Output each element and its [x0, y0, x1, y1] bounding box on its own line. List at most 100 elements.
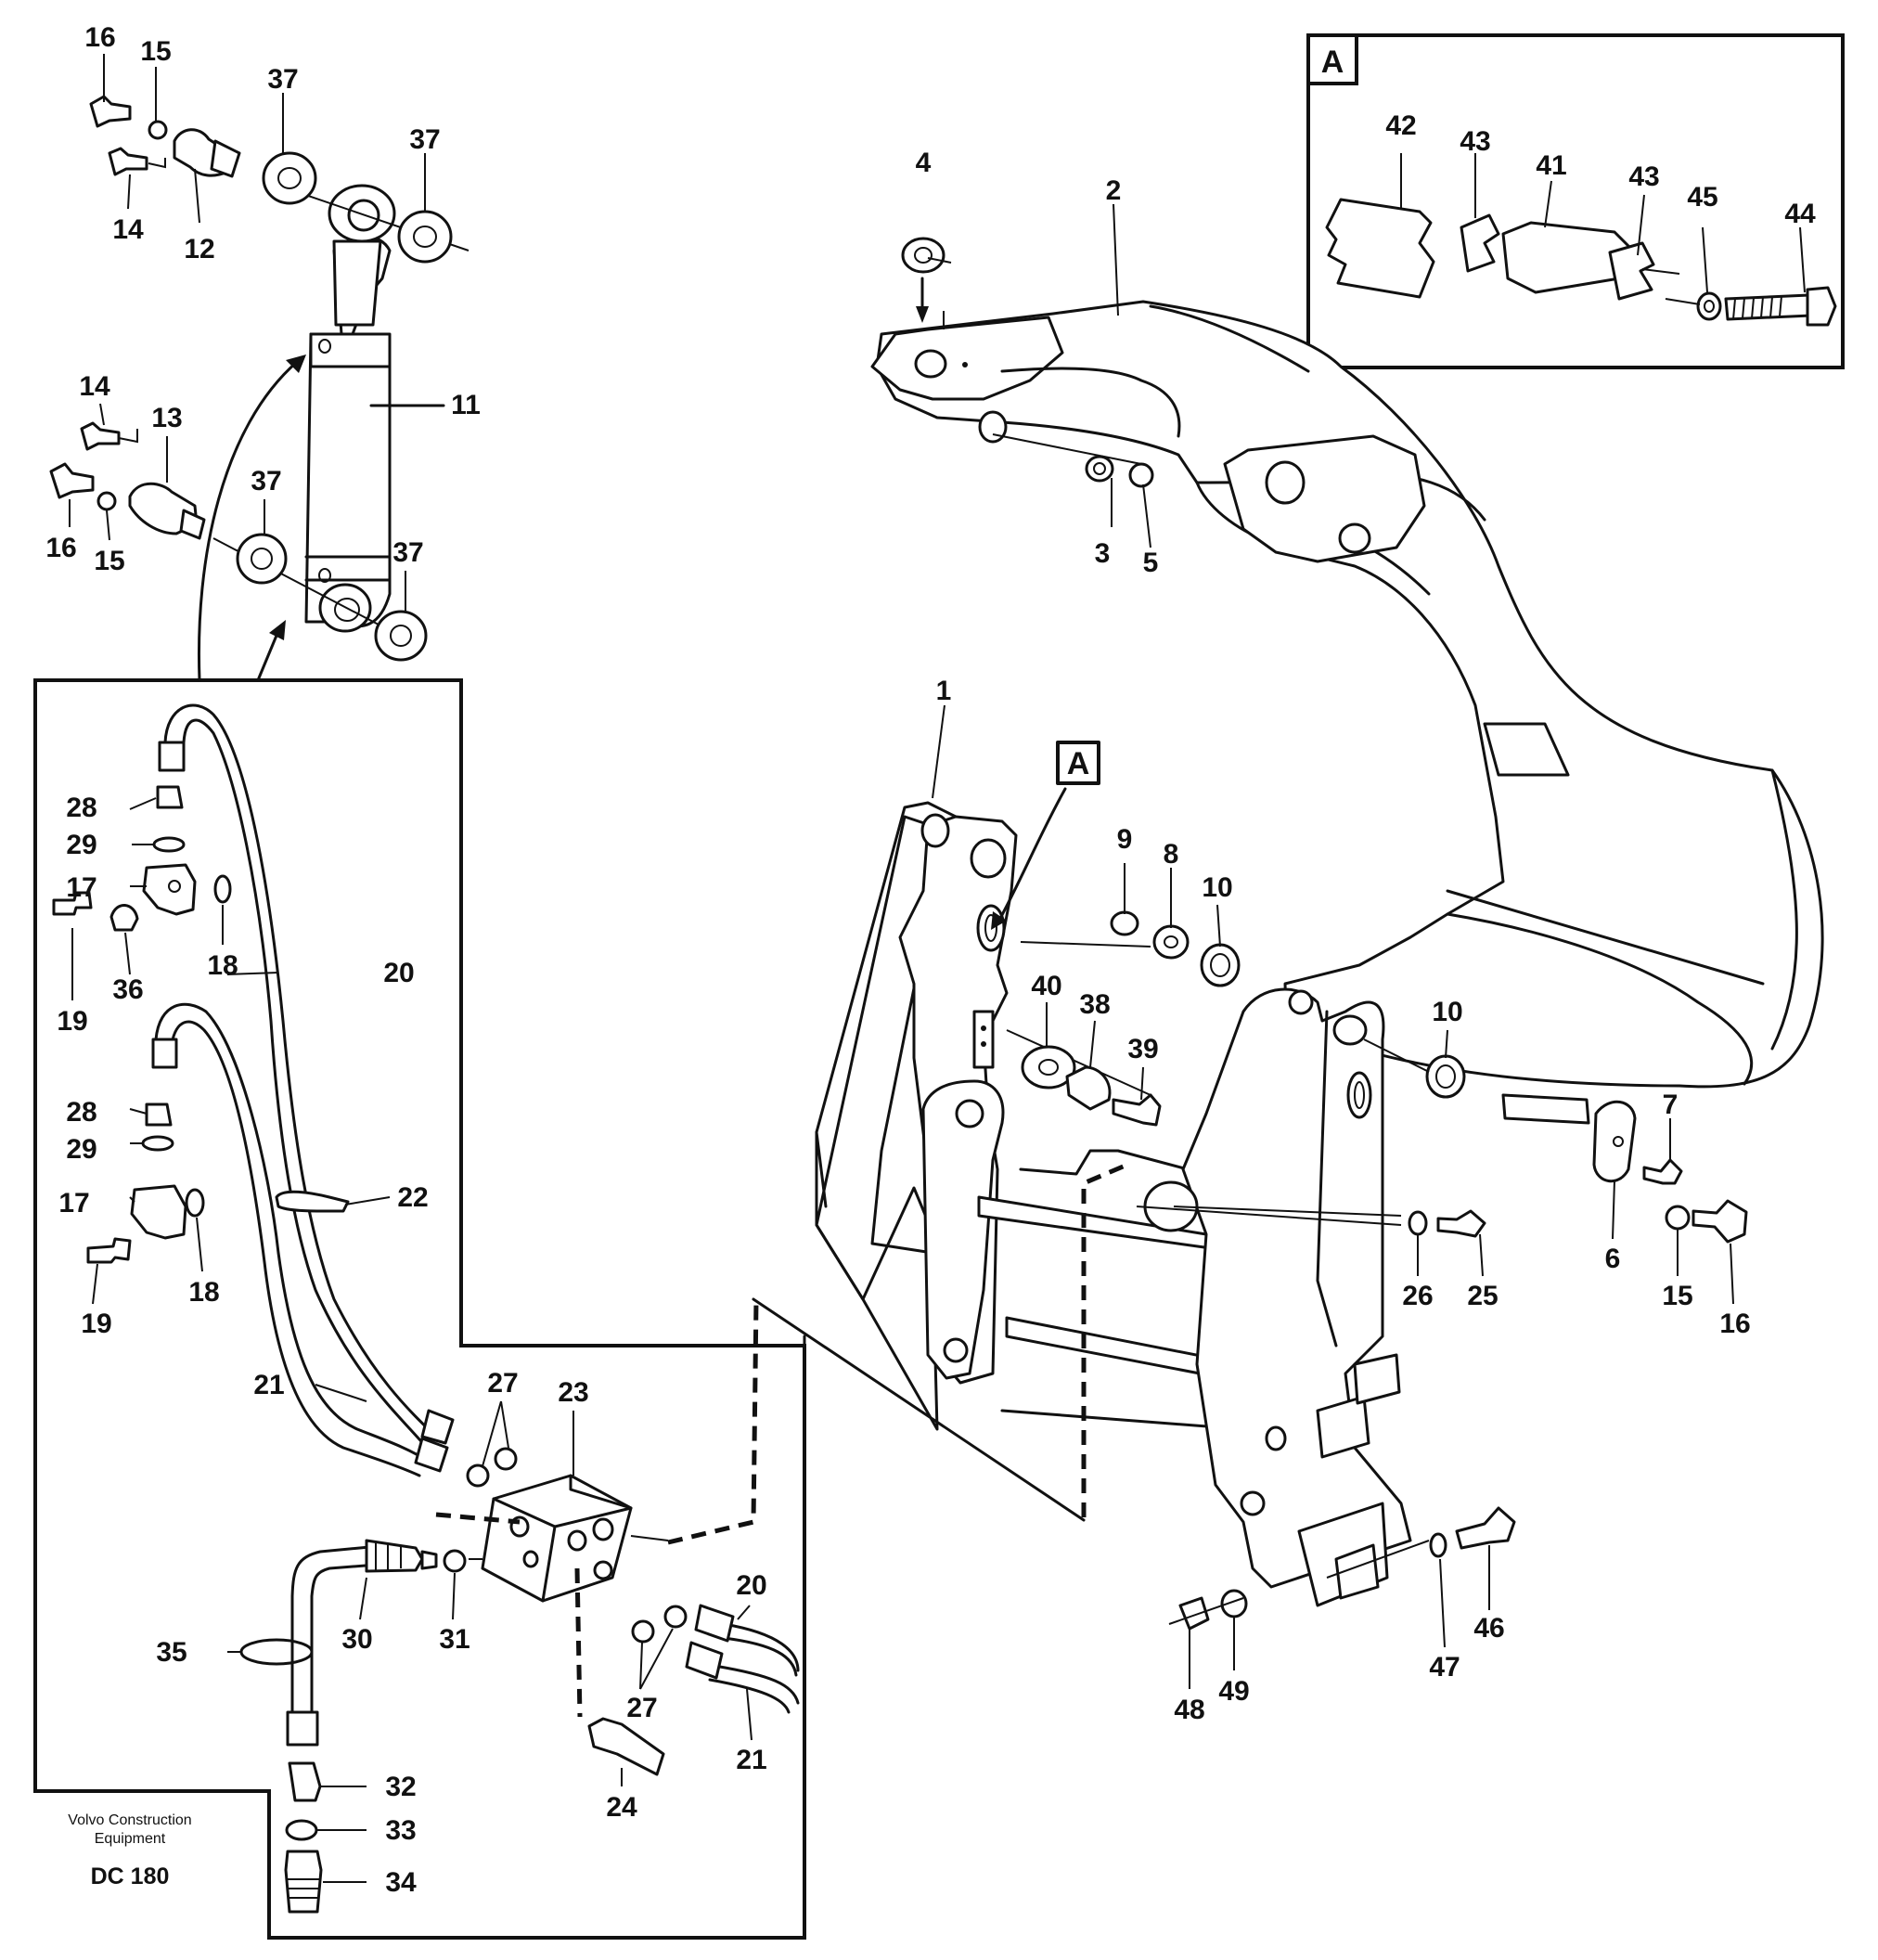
oring-27d: [663, 1605, 688, 1629]
washer-18b: [185, 1188, 205, 1218]
label-48: 48: [1174, 1695, 1204, 1725]
label-14b: 14: [79, 371, 110, 402]
label-29b: 29: [66, 1134, 96, 1165]
label-19a: 19: [57, 1006, 87, 1037]
clamp-22: [275, 1190, 350, 1213]
label-21a: 21: [253, 1370, 284, 1400]
label-22: 22: [397, 1182, 428, 1213]
label-10a: 10: [1202, 872, 1232, 903]
detail-a-box: A: [1306, 33, 1845, 369]
label-26: 26: [1402, 1281, 1433, 1311]
label-17a: 17: [66, 872, 96, 903]
label-27a: 27: [487, 1368, 518, 1399]
footer-code: DC 180: [91, 1863, 170, 1889]
label-38: 38: [1079, 989, 1110, 1020]
label-18b: 18: [188, 1277, 219, 1308]
label-30: 30: [341, 1624, 372, 1655]
nut-48: [1178, 1596, 1210, 1631]
hose-fittings: [52, 785, 232, 1264]
clip-43-right: [1608, 241, 1655, 301]
bolt-44: [1724, 293, 1813, 321]
label-34: 34: [385, 1867, 417, 1898]
attachment-frame-1: A: [815, 741, 1412, 1607]
label-11: 11: [451, 390, 481, 420]
cylinder-hardware: [49, 95, 453, 662]
washer-15a: [148, 120, 168, 140]
hoses: [151, 703, 800, 1714]
washer-18a: [213, 874, 232, 904]
clamp-36: [109, 904, 139, 932]
pin-6: [1501, 1093, 1590, 1125]
label-20a: 20: [383, 958, 414, 988]
boom-arm-2: [870, 300, 1824, 1089]
label-37a: 37: [267, 64, 298, 95]
washer-40: [1021, 1045, 1076, 1090]
label-49: 49: [1218, 1676, 1249, 1707]
label-27b: 27: [626, 1693, 657, 1723]
label-13: 13: [151, 403, 182, 433]
label-8: 8: [1164, 839, 1179, 870]
bearing-37d: [374, 610, 428, 662]
label-18a: 18: [207, 950, 238, 981]
flange-17b: [130, 1184, 187, 1240]
nut-4: [901, 237, 945, 274]
label-37c: 37: [251, 466, 281, 496]
oring-27a: [466, 1464, 490, 1488]
label-20b: 20: [736, 1570, 766, 1601]
label-28b: 28: [66, 1097, 96, 1128]
label-28a: 28: [66, 793, 96, 823]
footer-company-line1: Volvo Construction: [68, 1812, 191, 1828]
label-14a: 14: [112, 214, 144, 245]
washer-10a: [1200, 943, 1241, 987]
footer: Volvo Construction Equipment DC 180: [68, 1812, 191, 1889]
adjuster-38: [1065, 1065, 1112, 1111]
oring-35: [239, 1638, 314, 1666]
label-9: 9: [1117, 824, 1133, 855]
label-37d: 37: [392, 537, 423, 568]
label-44: 44: [1784, 199, 1816, 229]
label-16a: 16: [84, 22, 115, 53]
label-31: 31: [439, 1624, 470, 1655]
bolt-19b: [86, 1237, 132, 1264]
detail-a-label: A: [1321, 45, 1344, 80]
label-6: 6: [1605, 1244, 1621, 1274]
bearing-37c: [236, 533, 288, 585]
nut-9: [1110, 910, 1139, 936]
bolt-16a: [89, 95, 132, 128]
bearing-37a: [262, 151, 317, 205]
bolt-14a: [108, 147, 148, 176]
label-43a: 43: [1460, 126, 1490, 157]
washer-26: [1408, 1210, 1428, 1236]
label-39: 39: [1127, 1034, 1158, 1064]
label-10b: 10: [1432, 997, 1462, 1027]
bolt-14b: [80, 421, 121, 451]
label-15c: 15: [1662, 1281, 1692, 1311]
leader-lines: [69, 54, 1806, 1883]
washer-10b: [1425, 1054, 1466, 1099]
bolt-16b: [49, 462, 95, 499]
coupling-34: [284, 1850, 323, 1914]
washer-8: [1152, 924, 1190, 960]
label-21b: 21: [736, 1745, 766, 1775]
oring-27c: [631, 1619, 655, 1644]
label-15b: 15: [94, 546, 124, 576]
boom-hardware: [901, 237, 1154, 488]
callout-a-label: A: [1067, 746, 1090, 781]
label-35: 35: [156, 1637, 187, 1668]
washer-33: [285, 1819, 318, 1841]
valve-block-23: [435, 1298, 759, 1776]
nipple-28a: [156, 785, 184, 809]
oring-29a: [152, 836, 186, 853]
washer-45: [1696, 291, 1722, 321]
label-17b: 17: [58, 1188, 89, 1219]
label-45: 45: [1687, 182, 1717, 213]
label-41: 41: [1536, 150, 1566, 181]
clip-43-left: [1460, 213, 1500, 273]
fitting-30: [365, 1539, 424, 1573]
bolt-46: [1455, 1506, 1516, 1550]
label-33: 33: [385, 1815, 416, 1846]
label-2: 2: [1106, 175, 1122, 206]
nipple-32: [288, 1761, 322, 1802]
oring-31: [443, 1549, 467, 1573]
